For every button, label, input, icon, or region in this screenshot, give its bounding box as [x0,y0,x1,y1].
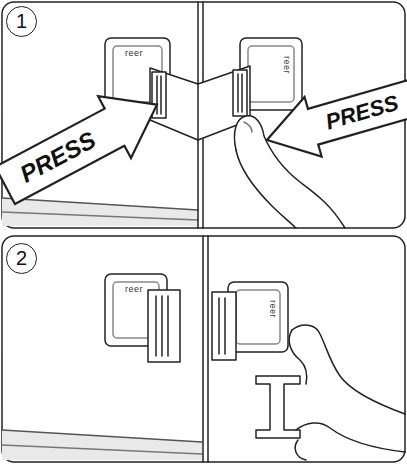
door-seam [202,236,204,462]
brand-logo: reer [125,48,143,58]
cabinet-edge [2,212,198,220]
step-number-text: 1 [16,10,27,33]
step-panel [2,2,405,228]
clip-groove [218,298,220,354]
clip-groove [161,296,163,356]
brand-logo: reer [125,284,143,294]
clip-groove [237,74,239,112]
hand-outline [292,325,405,414]
door-seam [207,236,209,462]
fingernail [244,122,252,132]
clip-strip [212,292,236,360]
hand-outline [295,440,306,460]
clip-groove [156,76,158,114]
lock-plate [228,282,288,352]
plate-inset [248,46,294,102]
cabinet-shading [2,198,198,226]
arrow-shape [258,68,407,169]
cabinet-edge [2,430,202,442]
clip-groove [224,298,226,354]
plate-inset [236,290,280,344]
cabinet-shading [2,430,202,460]
step-number-text: 2 [16,247,27,270]
clip-groove [160,76,162,114]
step-number: 1 [6,6,37,37]
hinge-fold [197,84,199,140]
step-number: 2 [6,243,37,274]
clip-groove [241,74,243,112]
press-arrow: PRESS [0,74,173,217]
step-panel [2,236,405,462]
cabinet-edge [2,198,198,210]
brand-logo: reer [268,300,278,318]
brand-logo: reer [282,56,292,74]
hand-finger [289,330,307,384]
clip-groove [155,296,157,356]
clip-groove [167,296,169,356]
hand-thumb [296,423,405,452]
arrow-shape [0,74,173,217]
hand-outline [236,150,296,228]
clip-strip [148,290,180,362]
cabinet-edge [2,445,202,454]
clip-strip [233,70,247,116]
door-seam [197,2,199,228]
magnetic-key [256,376,300,438]
